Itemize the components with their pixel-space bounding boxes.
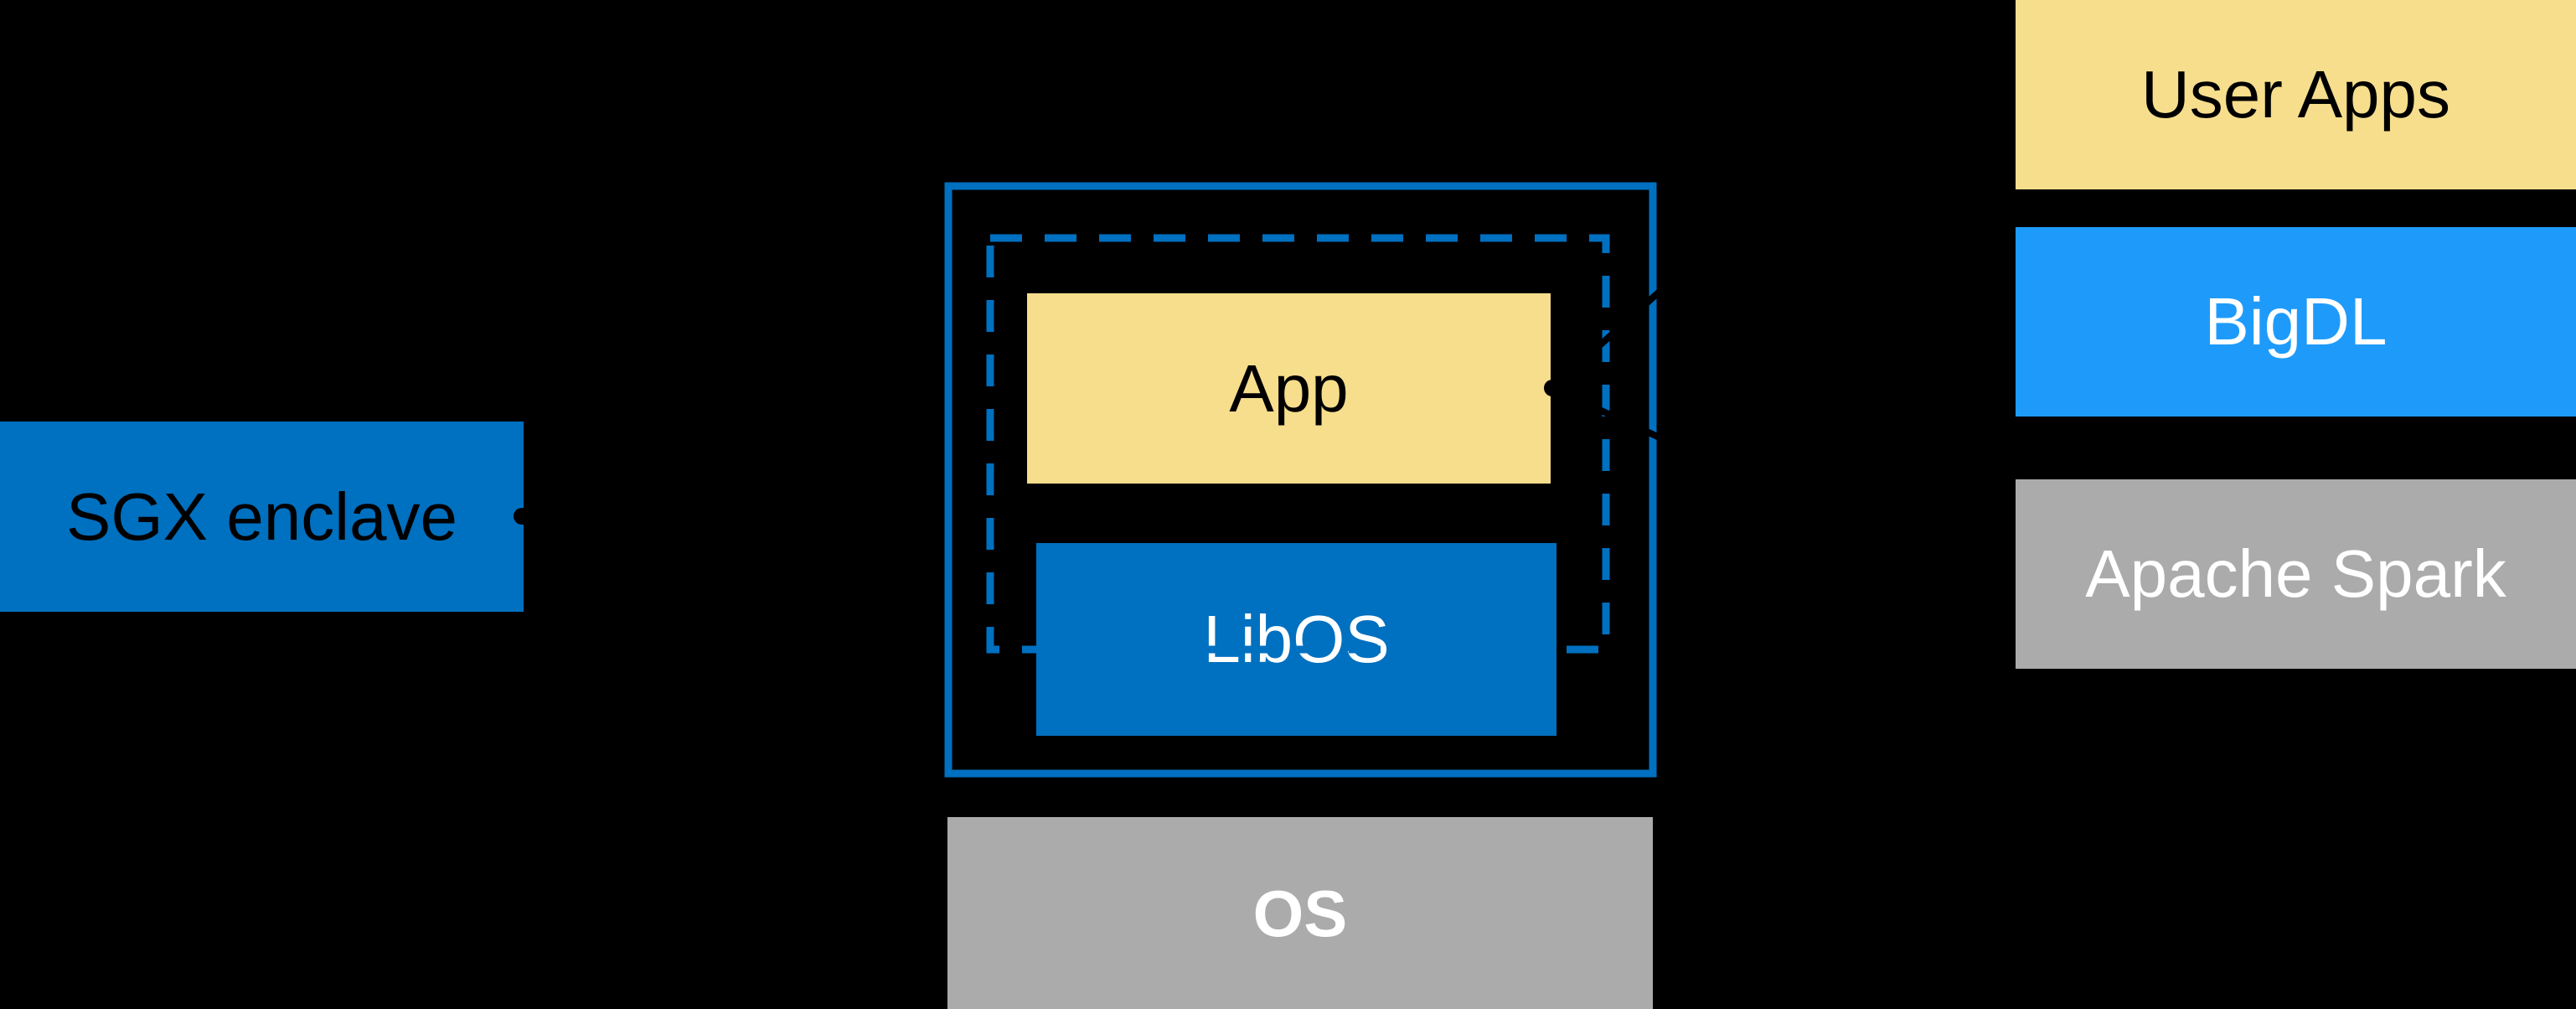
sgx-enclave-label: SGX enclave — [66, 479, 457, 554]
libos-label: LibOS — [1203, 602, 1390, 676]
stack-connector-lower-line — [1551, 385, 1912, 556]
apache-spark-label: Apache Spark — [2085, 536, 2506, 611]
apache-spark-box: Apache Spark — [2016, 479, 2576, 669]
sgx-connector-line — [521, 513, 922, 531]
bigdl-label: BigDL — [2204, 284, 2388, 359]
app-box: App — [1027, 293, 1551, 484]
stack-connector-upper-line — [1550, 0, 1989, 391]
app-label: App — [1229, 350, 1349, 426]
user-apps-label: User Apps — [2140, 57, 2451, 132]
os-label: OS — [1252, 876, 1348, 950]
sgx-enclave-box: SGX enclave — [0, 422, 524, 612]
os-box: OS — [947, 817, 1653, 1009]
user-apps-box: User Apps — [2016, 0, 2576, 189]
libos-box: LibOS — [1036, 543, 1556, 736]
bigdl-box: BigDL — [2016, 227, 2576, 417]
